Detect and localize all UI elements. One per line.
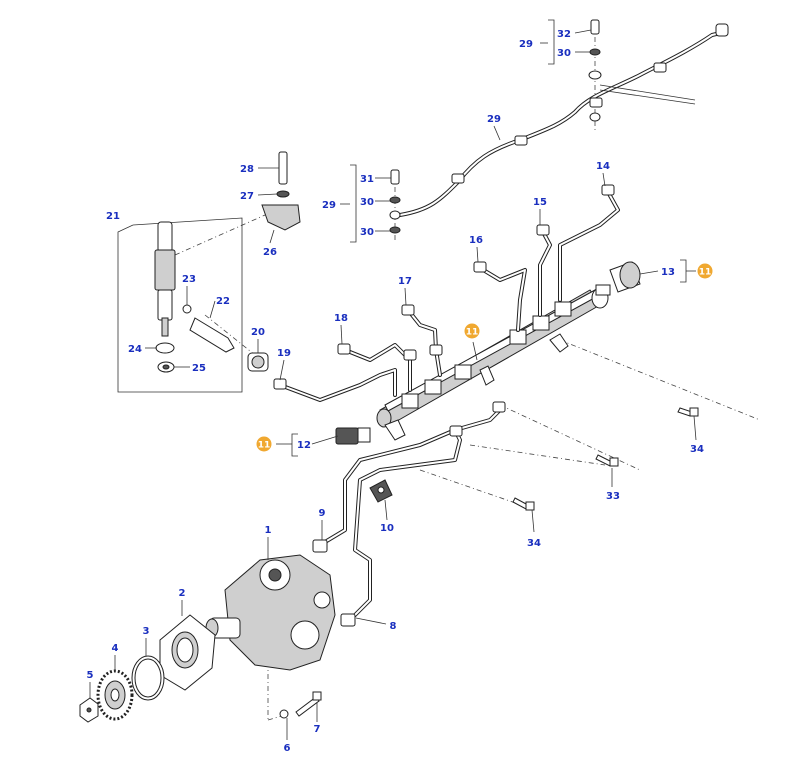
callout-16: 16 [469,235,483,246]
callout-26: 26 [263,247,277,258]
high-pressure-pipe-29 [398,23,729,217]
callout-20: 20 [251,327,265,338]
common-rail [376,287,609,441]
pipe-clip-10 [369,479,393,503]
callout-12: 12 [297,440,311,451]
callout-29-upper: 29 [519,39,533,50]
callout-3: 3 [143,626,150,637]
badge-11-valve [697,263,713,279]
callout-10: 10 [380,523,394,534]
callout-2: 2 [179,588,186,599]
callout-31: 31 [360,174,374,185]
supply-pipes [312,401,506,627]
callout-24: 24 [128,344,142,355]
reference-badges: 11 11 11 [256,263,713,452]
callout-5: 5 [87,670,94,681]
fitting-stack-middle [389,169,401,234]
leader-lines [89,19,697,740]
callout-18: 18 [334,313,348,324]
callout-labels: 1 2 3 4 5 6 7 8 9 10 12 13 14 15 16 17 1… [87,29,704,754]
fitting-20 [247,352,269,372]
injector-clamp [261,151,301,231]
badge-11-sensor-text: 11 [258,441,271,451]
callout-23: 23 [182,274,196,285]
callout-34-right: 34 [690,444,704,455]
callout-34-lower: 34 [527,538,541,549]
callout-29-middle: 29 [322,200,336,211]
callout-29-pipe: 29 [487,114,501,125]
callout-30-upper: 30 [557,48,571,59]
callout-30-middle-b: 30 [360,227,374,238]
callout-33: 33 [606,491,620,502]
callout-14: 14 [596,161,610,172]
rail-pressure-sensor-12 [335,427,371,445]
drive-gear-4 [96,669,134,721]
fitting-stack-upper [588,19,602,122]
callout-15: 15 [533,197,547,208]
badge-11-valve-text: 11 [699,268,712,278]
callout-22: 22 [216,296,230,307]
callout-25: 25 [192,363,206,374]
callout-30-middle-a: 30 [360,197,374,208]
nut-5 [79,697,99,723]
callout-9: 9 [319,508,326,519]
callout-8: 8 [390,621,397,632]
o-ring-3 [131,655,165,701]
callout-19: 19 [277,348,291,359]
callout-4: 4 [112,643,119,654]
callout-17: 17 [398,276,412,287]
badge-11-rail [464,323,480,339]
callout-32: 32 [557,29,571,40]
callout-28: 28 [240,164,254,175]
callout-27: 27 [240,191,254,202]
callout-7: 7 [314,724,321,735]
badge-11-sensor [256,436,272,452]
high-pressure-pump-1 [205,554,336,671]
callout-1: 1 [265,525,272,536]
bolts [279,407,699,719]
badge-11-rail-text: 11 [466,328,479,338]
injector-pipes [273,184,620,402]
callout-21: 21 [106,211,120,222]
callout-6: 6 [284,743,291,754]
callout-13: 13 [661,267,675,278]
injector-group-21 [117,217,243,393]
pressure-relief-valve-13 [595,261,641,296]
